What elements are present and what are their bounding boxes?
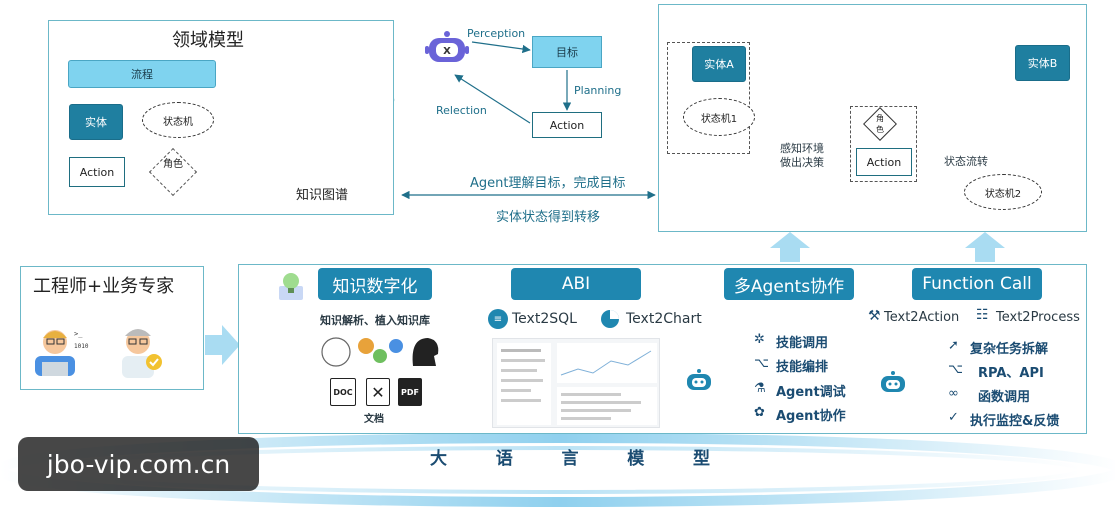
multi-agent-robot-icon <box>684 368 714 394</box>
function-item-2: RPA、API <box>978 366 1044 381</box>
sql-chat-icon: ≡ <box>488 309 508 329</box>
text2chart-label: Text2Chart <box>626 311 702 327</box>
knowledge-icon <box>276 270 306 302</box>
knowledge-heads-icon <box>318 332 442 372</box>
function-call-header: Function Call <box>912 268 1042 300</box>
role-label: 角色 <box>163 159 183 170</box>
excel-file-icon: ✕ <box>366 378 390 406</box>
knowledge-header: 知识数字化 <box>318 268 432 300</box>
planning-label: Planning <box>574 84 622 97</box>
pdf-file-label: PDF <box>401 387 419 397</box>
entity-box: 实体 <box>69 104 123 140</box>
docs-label: 文档 <box>364 414 384 425</box>
entity-a-box: 实体A <box>692 46 746 82</box>
text2action-label: Text2Action <box>884 310 960 325</box>
function-item-1: 复杂任务拆解 <box>970 342 1049 357</box>
svg-text:X: X <box>443 46 451 57</box>
llm-label: 大 语 言 模 型 <box>430 444 710 469</box>
svg-text:>_: >_ <box>74 330 83 338</box>
entity-transfer-text: 实体状态得到转移 <box>496 210 601 225</box>
loop-action-box: Action <box>532 112 602 138</box>
entity-action-box: Action <box>856 148 912 176</box>
function-invoke-icon: ∞ <box>948 386 959 401</box>
function-robot-icon <box>878 370 908 396</box>
reflection-label: Relection <box>436 104 487 117</box>
domain-model-title: 领域模型 <box>172 30 244 51</box>
engineer-avatar: >_ 1010 <box>30 320 90 378</box>
experts-title: 工程师+业务专家 <box>33 276 175 297</box>
multi-agent-item-1: 技能调用 <box>776 336 829 351</box>
watermark-text: jbo-vip.com.cn <box>46 449 231 479</box>
state-flow-label: 状态流转 <box>944 155 988 168</box>
skill-call-icon: ✲ <box>754 332 765 347</box>
state-machine-ellipse: 状态机 <box>142 102 214 138</box>
multi-agent-item-4: Agent协作 <box>776 409 846 424</box>
abi-dashboard-preview <box>492 338 660 428</box>
expert-avatar <box>110 320 170 378</box>
text2sql-label: Text2SQL <box>512 311 577 327</box>
perception-label: Perception <box>467 27 526 40</box>
agent-collab-icon: ✿ <box>754 405 765 420</box>
decide-label: 做出决策 <box>780 156 824 169</box>
function-item-3: 函数调用 <box>978 390 1031 405</box>
entity-a-group <box>667 42 750 154</box>
action-group <box>850 106 917 182</box>
text2process-label: Text2Process <box>996 310 1080 325</box>
knowledge-graph-label: 知识图谱 <box>296 188 349 203</box>
knowledge-subtitle: 知识解析、植入知识库 <box>320 314 430 327</box>
doc-file-icon: DOC <box>330 378 356 406</box>
llm-char-1: 大 <box>430 449 447 469</box>
text2process-icon: ☷ <box>976 307 989 323</box>
chart-pie-icon <box>600 309 620 329</box>
entity-role-label: 角色 <box>876 114 884 134</box>
text2action-icon: ⚒ <box>868 308 881 324</box>
multi-agent-item-3: Agent调试 <box>776 385 846 400</box>
abi-header: ABI <box>511 268 641 300</box>
llm-char-2: 语 <box>495 449 513 469</box>
agent-debug-icon: ⚗ <box>754 381 766 396</box>
pdf-file-icon: PDF <box>398 378 422 406</box>
watermark-badge: jbo-vip.com.cn <box>18 437 259 491</box>
state-machine-1: 状态机1 <box>683 98 755 136</box>
svg-text:1010: 1010 <box>74 343 89 350</box>
perceive-label: 感知环境 <box>780 142 824 155</box>
llm-char-4: 模 <box>627 449 645 469</box>
function-item-4: 执行监控&反馈 <box>970 414 1060 429</box>
agent-goal-text: Agent理解目标，完成目标 <box>470 176 626 191</box>
entity-b-box: 实体B <box>1015 45 1070 81</box>
llm-char-5: 型 <box>693 449 710 469</box>
goal-box: 目标 <box>532 36 602 68</box>
monitor-feedback-icon: ✓ <box>948 410 959 425</box>
rpa-api-icon: ⌥ <box>948 362 963 377</box>
multi-agents-header: 多Agents协作 <box>724 268 854 300</box>
llm-char-3: 言 <box>561 449 579 469</box>
skill-orchestrate-icon: ⌥ <box>754 356 769 371</box>
state-machine-2: 状态机2 <box>964 174 1042 210</box>
task-split-icon: ➚ <box>948 338 959 353</box>
multi-agent-item-2: 技能编排 <box>776 360 829 375</box>
process-box: 流程 <box>68 60 216 88</box>
agent-robot-icon: X <box>425 30 469 70</box>
action-box: Action <box>69 157 125 187</box>
doc-file-label: DOC <box>333 387 353 397</box>
